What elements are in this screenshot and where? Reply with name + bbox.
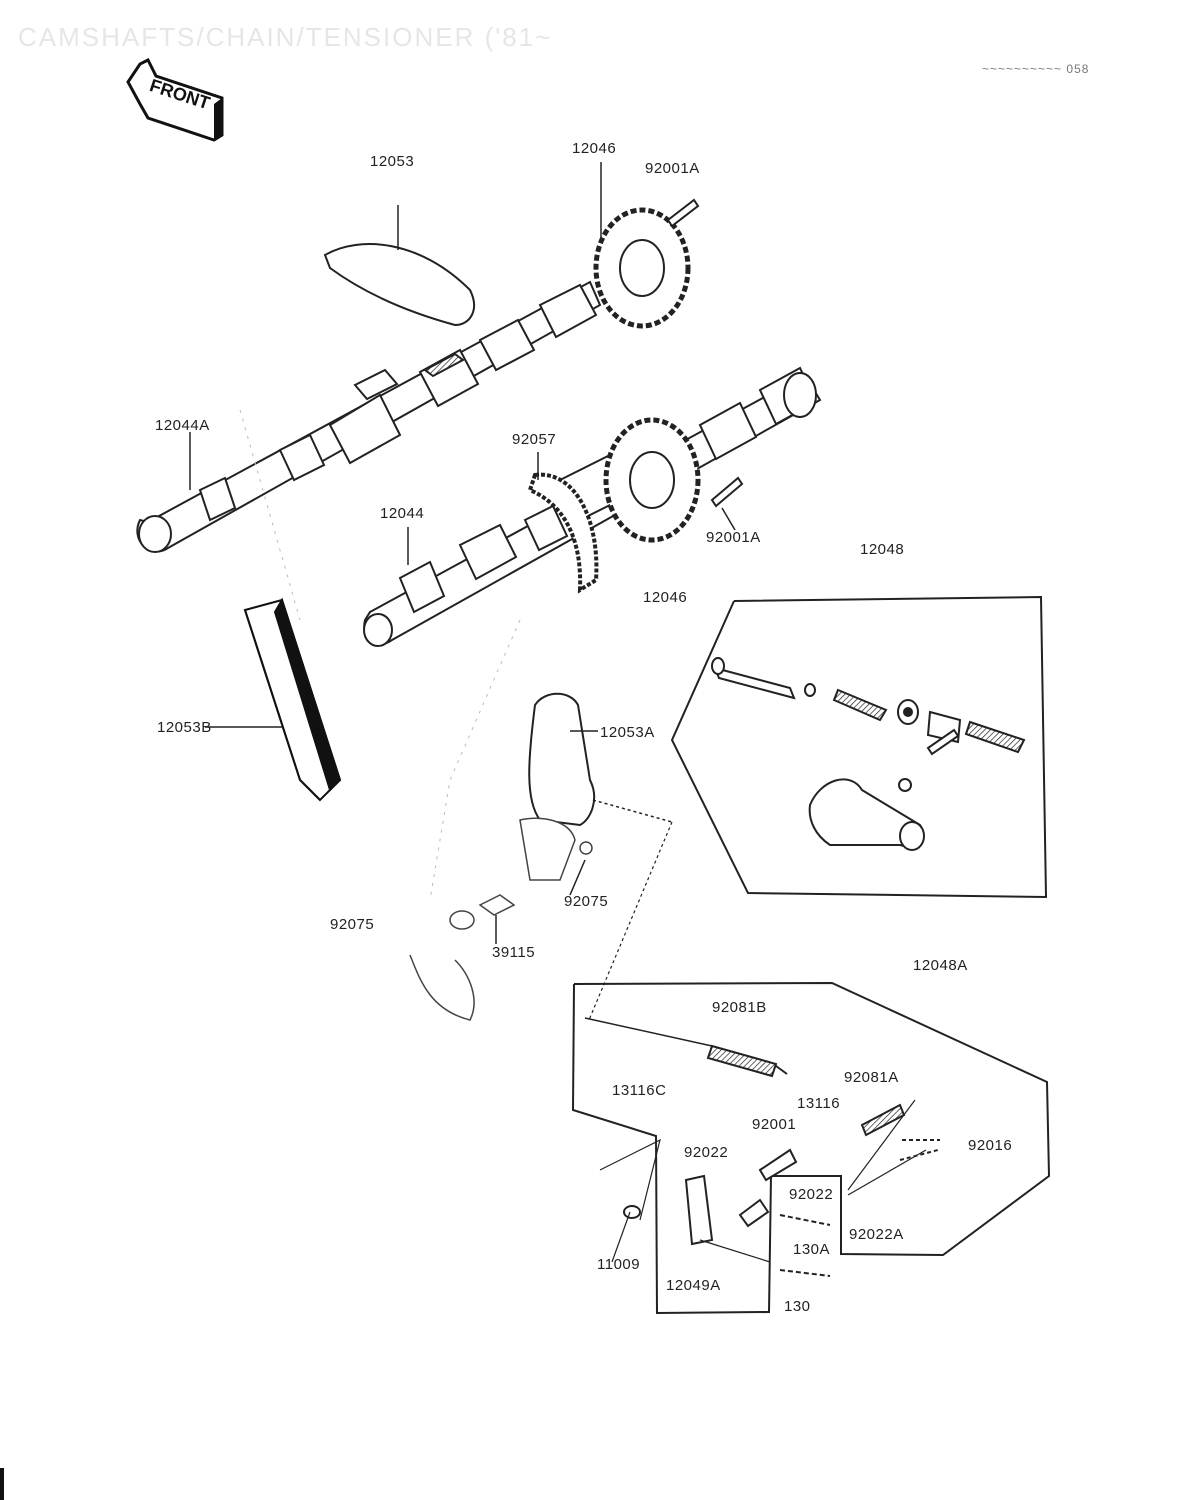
chain-guide-12053B (243, 597, 342, 802)
label-39115: 39115 (492, 944, 536, 961)
inset-box-12048 (670, 595, 1048, 899)
upper-sprocket (593, 207, 691, 329)
label-13116C: 13116C (612, 1082, 667, 1099)
label-12044: 12044 (380, 505, 425, 522)
lower-sprocket (603, 417, 701, 543)
chain-guide-92057 (527, 472, 599, 594)
label-92001: 92001 (752, 1116, 797, 1133)
upper-bolt-icon (666, 198, 700, 228)
label-92081B: 92081B (712, 999, 767, 1016)
upper-cam-ring (423, 352, 465, 378)
leader-11009 (611, 1211, 631, 1263)
upper-camshaft (136, 280, 602, 553)
diagram-title: CAMSHAFTS/CHAIN/TENSIONER ('81~ (18, 22, 553, 52)
label-92001A-mid: 92001A (706, 529, 761, 546)
label-92075-left: 92075 (330, 916, 375, 933)
diagram-code: ~~~~~~~~~~ 058 (982, 62, 1090, 76)
front-arrow-icon: FRONT (126, 57, 224, 142)
label-13116: 13116 (797, 1095, 841, 1112)
label-12048A: 12048A (913, 957, 968, 974)
label-92022-right: 92022 (789, 1186, 834, 1203)
label-92022A: 92022A (849, 1226, 904, 1243)
label-12044A: 12044A (155, 417, 210, 434)
label-130A: 130A (793, 1241, 831, 1258)
inset-connector-1 (592, 799, 673, 823)
chain-guide-12053A (528, 692, 596, 827)
label-92081A: 92081A (844, 1069, 899, 1086)
label-130: 130 (784, 1298, 811, 1315)
inset-connector-2 (588, 821, 673, 1021)
label-92057: 92057 (512, 431, 557, 448)
label-11009: 11009 (597, 1256, 641, 1273)
label-12046: 12046 (572, 140, 617, 157)
page-edge-mark (0, 1468, 4, 1500)
chain-path (239, 409, 521, 901)
label-92075-right: 92075 (564, 893, 609, 910)
lower-bolt-icon (710, 476, 744, 508)
label-12046-b: 12046 (643, 589, 688, 606)
label-12048: 12048 (860, 541, 905, 558)
inset-box-12048A (571, 981, 1051, 1315)
leader-lines (189, 162, 736, 944)
label-92016: 92016 (968, 1137, 1013, 1154)
label-12053: 12053 (370, 153, 415, 170)
label-12053B: 12053B (157, 719, 212, 736)
label-92001A-top: 92001A (645, 160, 700, 177)
tensioner-lower-parts (409, 817, 593, 1021)
upper-cam-cap (323, 243, 475, 327)
lower-camshaft (363, 366, 822, 647)
label-92022-left: 92022 (684, 1144, 729, 1161)
label-12049A: 12049A (666, 1277, 721, 1294)
label-12053A: 12053A (600, 724, 655, 741)
